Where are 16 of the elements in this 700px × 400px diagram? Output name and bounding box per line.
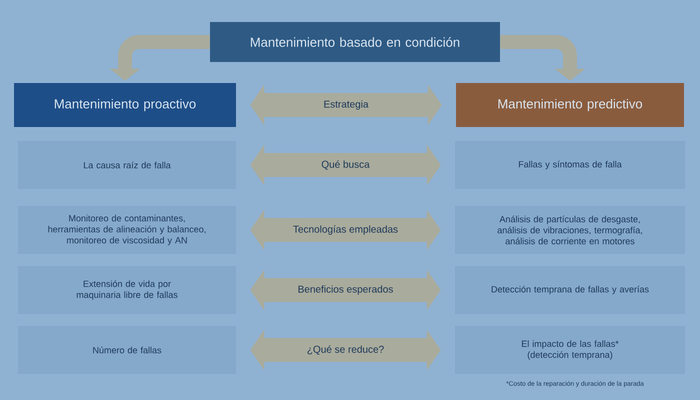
content-box: Monitoreo de contaminantes, herramientas de alineación y balanceo, monitoreo de viscosidad y AN: [18, 206, 236, 254]
edge-label: Beneficios esperados: [298, 285, 393, 295]
content-box: Fallas y síntomas de falla: [455, 141, 685, 189]
content-box: El impacto de las fallas* (detección temprana): [455, 326, 685, 374]
edge-label: Qué busca: [322, 160, 370, 170]
content-box: Número de fallas: [18, 326, 236, 374]
content-box: La causa raíz de falla: [18, 141, 236, 189]
content-box: Extensión de vida por maquinaria libre de fallas: [18, 266, 236, 314]
content-box: Análisis de partículas de desgaste, análisis de vibraciones, termografía, análisis de corriente en motores: [455, 206, 685, 254]
edge-label: Tecnologías empleadas: [293, 225, 398, 235]
edge-label: Estrategia: [324, 100, 369, 110]
content-box: Detección temprana de fallas y averías: [455, 266, 685, 314]
edge-label: ¿Qué se reduce?: [308, 345, 384, 355]
heading-box: Mantenimiento predictivo: [456, 83, 684, 127]
heading-box: Mantenimiento proactivo: [14, 83, 236, 127]
title-box: Mantenimiento basado en condición: [210, 22, 500, 62]
